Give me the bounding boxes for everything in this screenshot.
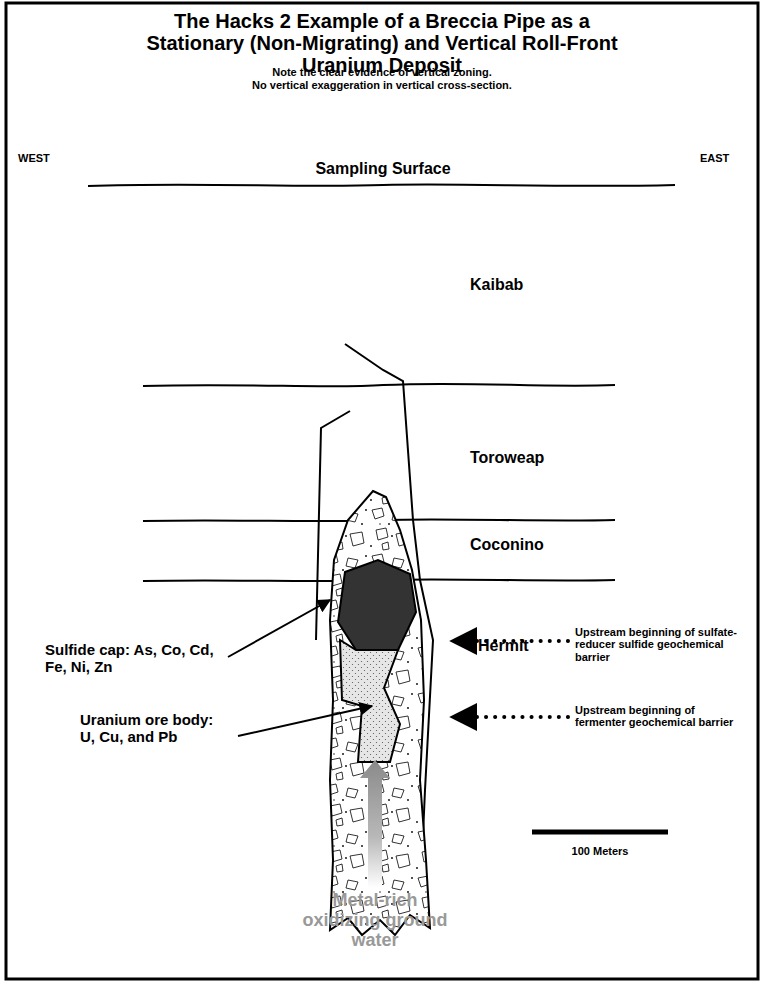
barrier-note: Upstream beginning of fermenter geochemi… [575, 704, 747, 729]
note: Note the clear evidence of vertical zoni… [182, 66, 582, 78]
flow-arrow [360, 760, 390, 888]
formation-name: Hermit [478, 637, 568, 655]
flow-label: Metal-rich oxidizing ground water [295, 890, 455, 950]
barrier-note: Upstream beginning of sulfate-reducer su… [575, 626, 747, 663]
direction-label: WEST [18, 152, 78, 164]
frame [6, 3, 758, 979]
formation-name: Coconino [470, 536, 590, 554]
note: No vertical exaggeration in vertical cro… [152, 79, 612, 91]
dotted-arrow [452, 715, 568, 719]
leader-arrow [228, 600, 330, 657]
zone-label: Sulfide cap: As, Co, Cd, Fe, Ni, Zn [45, 642, 220, 676]
leader-arrow [238, 706, 372, 736]
scale-bar [532, 830, 668, 835]
sampling-surface-line [88, 185, 675, 186]
scale-label: 100 Meters [540, 845, 660, 857]
surface-label: Sampling Surface [283, 160, 483, 178]
sulfide-cap [338, 560, 416, 650]
direction-label: EAST [700, 152, 750, 164]
uranium-ore-body [340, 640, 400, 762]
contact-line [143, 384, 615, 387]
formation-name: Kaibab [470, 276, 590, 294]
formation-name: Toroweap [470, 449, 590, 467]
zone-label: Uranium ore body: U, Cu, and Pb [80, 712, 230, 746]
